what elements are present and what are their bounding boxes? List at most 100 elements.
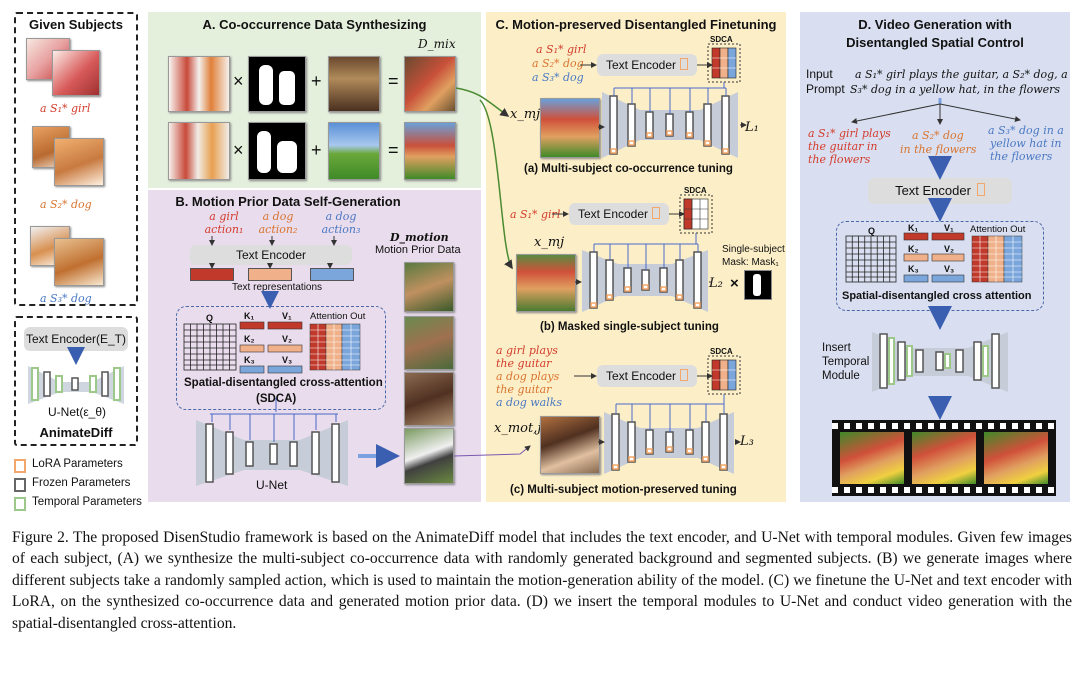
d-q-label: Q [868, 226, 876, 236]
legend-lora-swatch [14, 459, 26, 473]
b-text-encoder: Text Encoder [190, 245, 352, 265]
panel-b-title: B. Motion Prior Data Self-Generation [175, 194, 401, 209]
subject2-image-b [54, 138, 104, 186]
c-mask-image [744, 270, 772, 300]
c-l2: L₂ [709, 276, 723, 291]
motion-image-2 [404, 316, 454, 370]
d-sub2-line2: in the flowers [900, 143, 977, 156]
d-k3: K₃ [908, 264, 919, 274]
c-a-input-image [540, 98, 600, 158]
dmix-label: D_mix [418, 37, 456, 51]
b-v3: V₃ [282, 355, 293, 365]
b-sdca-box [176, 306, 386, 410]
a-row1-times: × [233, 71, 244, 91]
d-input-label1: Input [806, 67, 833, 81]
b-action3: a dog action₃ [321, 210, 361, 236]
b-attention-out-grid [309, 323, 361, 371]
d-sub1-line2: the guitar in [808, 140, 878, 153]
a-row1-background [328, 56, 380, 112]
c-c-sdca-label: SDCA [710, 347, 733, 356]
d-sub3-line1: a S₃* dog in a [988, 124, 1064, 137]
d-sub3-line2: yellow hat in [990, 137, 1062, 150]
animatediff-unet-label: U-Net(ε_θ) [48, 405, 107, 419]
animatediff-title: AnimateDiff [39, 425, 113, 440]
c-c-text-encoder: Text Encoder [597, 365, 697, 387]
d-input-label2: Prompt [806, 82, 845, 96]
c-a-text-encoder: Text Encoder [597, 54, 697, 76]
d-sub1-line3: the flowers [808, 153, 871, 166]
b-k1: K₁ [244, 311, 255, 321]
b-v1: V₁ [282, 311, 292, 321]
b-attention-out: Attention Out [310, 311, 366, 322]
motion-image-3 [404, 372, 454, 426]
a-row1-plus: + [311, 71, 322, 91]
given-subjects-title: Given Subjects [29, 17, 123, 32]
subject1-image-b [52, 50, 100, 96]
b-v2: V₂ [282, 334, 293, 344]
c-b-sdca-label: SDCA [684, 186, 707, 195]
given-subjects-panel [14, 12, 138, 306]
panel-d-title2: Disentangled Spatial Control [846, 35, 1024, 50]
d-k1: K₁ [908, 223, 919, 233]
animatediff-unet-icon [28, 347, 124, 404]
panel-d-title1: D. Video Generation with [858, 17, 1012, 32]
b-q-label: Q [206, 313, 214, 323]
c-mask-label1: Single-subject [722, 244, 785, 255]
d-insert-label2: Temporal [822, 356, 870, 368]
a-row1-subjects [168, 56, 230, 112]
d-attention-out-grid [971, 235, 1023, 283]
c-l3: L₃ [740, 434, 754, 449]
subject3-label: a S₃* dog [40, 292, 92, 305]
motion-image-1 [404, 262, 454, 312]
d-motion-label: D_motion [390, 231, 449, 244]
c-a-sdca-label: SDCA [710, 35, 733, 44]
d-prompt-line1: a S₁* girl plays the guitar, a S₂* dog, … [855, 68, 1068, 81]
c-b-input-image [516, 254, 576, 312]
legend-temporal-swatch [14, 497, 26, 511]
d-film-strip [832, 420, 1056, 496]
d-k2: K₂ [908, 244, 919, 254]
d-video-frame-3 [984, 432, 1048, 484]
c-mask-times: × [730, 275, 739, 292]
c-caption-c: (c) Multi-subject motion-preserved tunin… [510, 484, 737, 496]
legend-lora-label: LoRA Parameters [32, 458, 123, 470]
d-sub3-line3: the flowers [990, 150, 1053, 163]
diagram-graphics [28, 43, 1023, 486]
b-action1: a girl action₁ [204, 210, 244, 236]
b-k2: K₂ [244, 334, 255, 344]
c-caption-a: (a) Multi-subject co-occurrence tuning [524, 163, 733, 175]
motion-prior-data-label: Motion Prior Data [375, 244, 461, 256]
d-video-frame-2 [912, 432, 976, 484]
d-insert-label1: Insert [822, 342, 851, 354]
a-row1-mask [248, 56, 306, 112]
d-prompt-line2: S₃* dog in a yellow hat, in the flowers [850, 83, 1061, 96]
b-action2: a dog action₂ [258, 210, 298, 236]
c-caption-b: (b) Masked single-subject tuning [540, 321, 719, 333]
c-p2: a S₁* girl [510, 208, 561, 221]
legend-frozen-swatch [14, 478, 26, 492]
figure-caption: Figure 2. The proposed DisenStudio frame… [12, 529, 1072, 632]
subject2-label: a S₂* dog [40, 198, 92, 211]
c-xmj-b: x_mj [534, 235, 565, 250]
legend-frozen-label: Frozen Parameters [32, 477, 131, 489]
c-xmot: x_mot,j [494, 421, 542, 436]
c-p1-line2: a S₂* dog [532, 57, 584, 70]
b-k3: K₃ [244, 355, 255, 365]
d-attention-out: Attention Out [970, 224, 1026, 235]
d-sub2-line1: a S₂* dog [912, 129, 964, 142]
legend-temporal-label: Temporal Parameters [32, 496, 142, 508]
c-mask-label2: Mask: Mask₁ [722, 257, 779, 268]
d-insert-label3: Module [822, 370, 860, 382]
a-row1-result [404, 56, 456, 112]
a-row2-subjects [168, 122, 230, 180]
c-p3-line5: a dog walks [496, 396, 563, 409]
a-row1-equals: = [388, 71, 399, 91]
c-l1: L₁ [745, 120, 759, 135]
c-c-input-image [540, 416, 600, 474]
b-sdca-label1: Spatial-disentangled cross-attention [184, 377, 383, 389]
b-unet-label: U-Net [256, 478, 288, 492]
a-row2-plus: + [311, 140, 322, 160]
d-sub1-line1: a S₁* girl plays [808, 127, 891, 140]
panel-c-title: C. Motion-preserved Disentangled Finetun… [495, 17, 777, 32]
d-q-grid [845, 235, 897, 283]
